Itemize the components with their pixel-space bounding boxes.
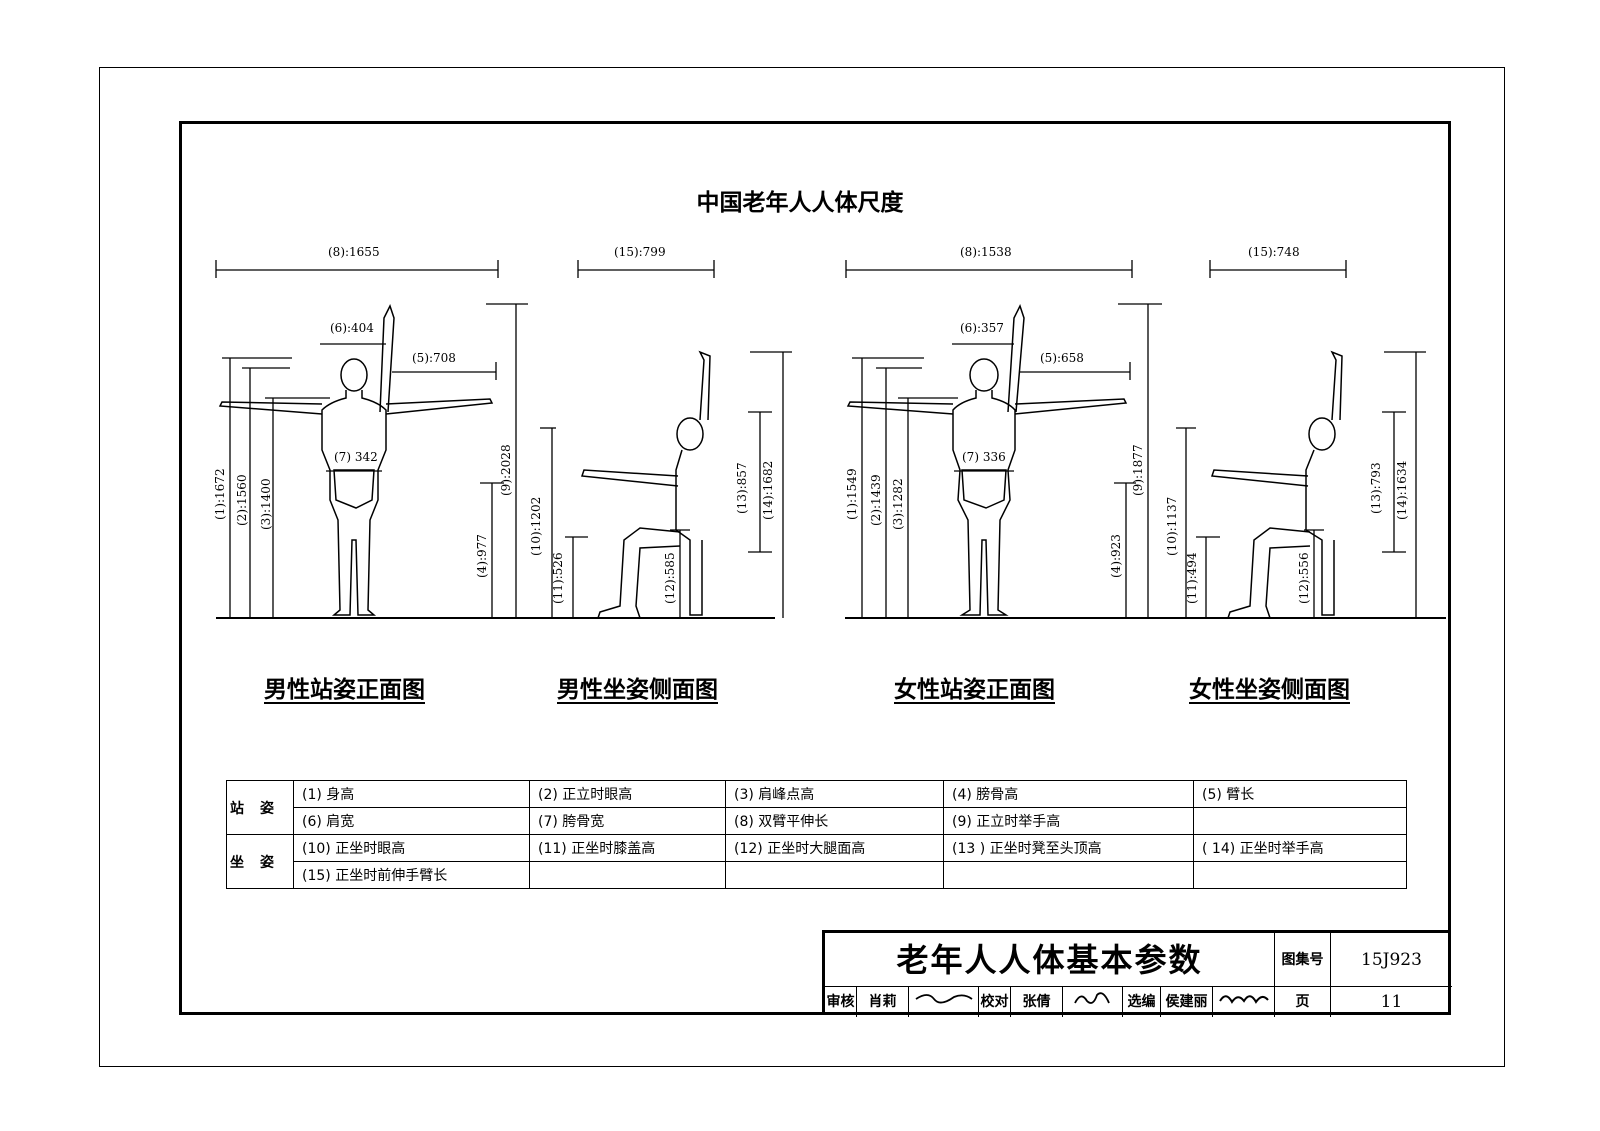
legend-row: (6) 肩宽 (7) 胯骨宽 (8) 双臂平伸长 (9) 正立时举手高 bbox=[227, 807, 1407, 835]
male-standing-figure bbox=[218, 304, 494, 616]
dim-male-9: (9):2028 bbox=[499, 444, 513, 496]
dim-female-2: (2):1439 bbox=[869, 474, 883, 526]
dim-male-4: (4):977 bbox=[475, 534, 489, 578]
caption-female-standing: 女性站姿正面图 bbox=[894, 677, 1055, 703]
drawing-title: 老年人人体基本参数 bbox=[825, 933, 1275, 987]
dim-male-7: (7) 342 bbox=[334, 450, 378, 464]
dim-female-8: (8):1538 bbox=[960, 245, 1012, 259]
legend-cell: (10) 正坐时眼高 bbox=[293, 834, 530, 862]
legend-cell bbox=[943, 861, 1194, 889]
checker-name: 张倩 bbox=[1011, 987, 1063, 1017]
dim-female-10: (10):1137 bbox=[1165, 497, 1179, 556]
legend-cell: (5) 臂长 bbox=[1193, 780, 1407, 808]
legend-cell bbox=[725, 861, 944, 889]
male-seated-figure bbox=[580, 350, 711, 619]
caption-male-seated: 男性坐姿侧面图 bbox=[557, 677, 718, 703]
dim-female-5: (5):658 bbox=[1040, 351, 1084, 365]
caption-male-standing: 男性站姿正面图 bbox=[264, 677, 425, 703]
legend-cell: ( 14) 正坐时举手高 bbox=[1193, 834, 1407, 862]
dim-male-13: (13):857 bbox=[735, 462, 749, 514]
check-label: 校对 bbox=[979, 987, 1011, 1017]
atlas-label: 图集号 bbox=[1275, 933, 1331, 987]
dim-male-8: (8):1655 bbox=[328, 245, 380, 259]
legend-row: 站姿 (1) 身高 (2) 正立时眼高 (3) 肩峰点高 (4) 膀骨高 (5)… bbox=[226, 780, 1407, 835]
checker-signature bbox=[1063, 987, 1123, 1017]
legend-row: 坐姿 (10) 正坐时眼高 (11) 正坐时膝盖高 (12) 正坐时大腿面高 (… bbox=[226, 834, 1407, 889]
dim-male-5: (5):708 bbox=[412, 351, 456, 365]
page-label: 页 bbox=[1275, 987, 1331, 1017]
dim-female-13: (13):793 bbox=[1369, 462, 1383, 514]
legend-cell: (6) 肩宽 bbox=[293, 807, 530, 835]
legend-row: (15) 正坐时前伸手臂长 bbox=[227, 861, 1407, 889]
male-standing-dims bbox=[215, 260, 528, 618]
caption-female-seated: 女性坐姿侧面图 bbox=[1189, 677, 1350, 703]
design-label: 选编 bbox=[1123, 987, 1161, 1017]
title-block: 老年人人体基本参数 图集号 15J923 审核 肖莉 校对 张倩 选编 侯建丽 … bbox=[822, 930, 1452, 1017]
dim-female-15: (15):748 bbox=[1248, 245, 1300, 259]
designer-name: 侯建丽 bbox=[1161, 987, 1213, 1017]
legend-cell: (8) 双臂平伸长 bbox=[725, 807, 944, 835]
reviewer-name: 肖莉 bbox=[857, 987, 909, 1017]
dim-male-6: (6):404 bbox=[330, 321, 374, 335]
legend-cell: (9) 正立时举手高 bbox=[943, 807, 1194, 835]
legend-cell: (7) 胯骨宽 bbox=[529, 807, 726, 835]
legend-table: 站姿 (1) 身高 (2) 正立时眼高 (3) 肩峰点高 (4) 膀骨高 (5)… bbox=[226, 780, 1407, 889]
dim-male-11: (11):526 bbox=[551, 552, 565, 604]
reviewer-signature bbox=[909, 987, 979, 1017]
dim-female-14: (14):1634 bbox=[1395, 460, 1409, 520]
legend-cell bbox=[529, 861, 726, 889]
dim-female-7: (7) 336 bbox=[962, 450, 1006, 464]
male-seated-dims bbox=[540, 260, 792, 618]
dim-female-6: (6):357 bbox=[960, 321, 1004, 335]
review-label: 审核 bbox=[825, 987, 857, 1017]
female-seated-figure bbox=[1210, 350, 1343, 619]
dim-female-9: (9):1877 bbox=[1131, 444, 1145, 496]
dim-male-1: (1):1672 bbox=[213, 468, 227, 520]
legend-cell: (13 ) 正坐时凳至头顶高 bbox=[943, 834, 1194, 862]
dim-female-4: (4):923 bbox=[1109, 534, 1123, 578]
dim-male-12: (12):585 bbox=[663, 552, 677, 604]
dim-female-1: (1):1549 bbox=[845, 468, 859, 520]
page-number: 11 bbox=[1380, 992, 1403, 1012]
legend-cell: (12) 正坐时大腿面高 bbox=[725, 834, 944, 862]
dim-female-3: (3):1282 bbox=[891, 478, 905, 530]
dim-male-15: (15):799 bbox=[614, 245, 666, 259]
inner-frame bbox=[179, 121, 1451, 1015]
legend-standing-label: 站姿 bbox=[226, 780, 294, 835]
legend-cell: (11) 正坐时膝盖高 bbox=[529, 834, 726, 862]
legend-cell: (3) 肩峰点高 bbox=[725, 780, 944, 808]
legend-cell: (1) 身高 bbox=[293, 780, 530, 808]
legend-cell bbox=[1193, 861, 1407, 889]
designer-signature bbox=[1213, 987, 1275, 1017]
dim-female-12: (12):556 bbox=[1297, 552, 1311, 604]
legend-cell bbox=[1193, 807, 1407, 835]
legend-cell: (15) 正坐时前伸手臂长 bbox=[293, 861, 530, 889]
legend-cell: (2) 正立时眼高 bbox=[529, 780, 726, 808]
female-seated-dims bbox=[1176, 260, 1426, 618]
dim-male-3: (3):1400 bbox=[259, 478, 273, 530]
legend-seated-label: 坐姿 bbox=[226, 834, 294, 889]
female-standing-dims bbox=[845, 260, 1162, 618]
atlas-number: 15J923 bbox=[1331, 933, 1452, 987]
dim-male-10: (10):1202 bbox=[529, 497, 543, 556]
figure-title: 中国老年人人体尺度 bbox=[696, 190, 904, 216]
dim-male-2: (2):1560 bbox=[235, 474, 249, 526]
outer-frame bbox=[99, 67, 1505, 1067]
dim-male-14: (14):1682 bbox=[761, 461, 775, 520]
legend-cell: (4) 膀骨高 bbox=[943, 780, 1194, 808]
female-standing-figure bbox=[846, 304, 1128, 616]
dim-female-11: (11):494 bbox=[1185, 552, 1199, 604]
signature-row: 审核 肖莉 校对 张倩 选编 侯建丽 页 11 bbox=[825, 987, 1452, 1017]
